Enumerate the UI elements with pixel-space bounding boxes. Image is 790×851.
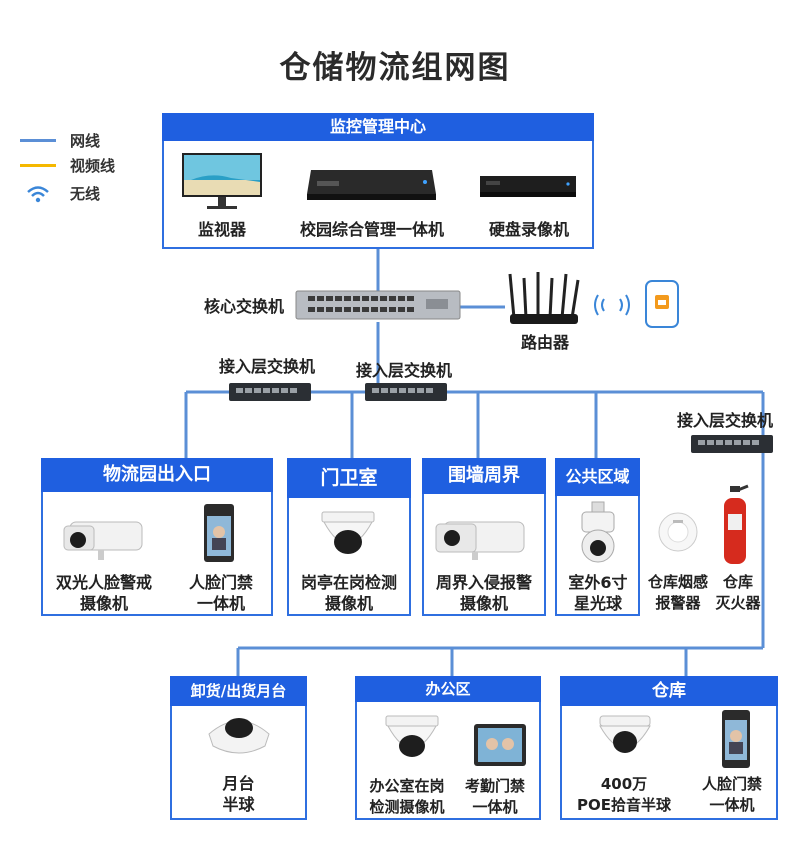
face-access-terminal-icon bbox=[722, 710, 750, 768]
zone-title: 办公区 bbox=[355, 676, 541, 702]
phone-icon bbox=[645, 280, 679, 328]
zone-title: 仓库 bbox=[560, 676, 778, 706]
wireless-signal-icon bbox=[594, 294, 630, 316]
legend-label: 网线 bbox=[70, 131, 101, 150]
camera-label: 月台 半球 bbox=[222, 774, 255, 814]
smoke-detector-label: 仓库烟感 报警器 bbox=[647, 573, 708, 612]
management-appliance-label: 校园综合管理一体机 bbox=[299, 220, 444, 239]
camera-label: 室外6寸 星光球 bbox=[568, 573, 628, 613]
access-switch-icon bbox=[229, 383, 311, 401]
video-line-swatch bbox=[20, 163, 56, 167]
access-switch-icon bbox=[691, 435, 773, 453]
monitor-center-title: 监控管理中心 bbox=[162, 113, 594, 141]
page-title: 仓储物流组网图 bbox=[279, 50, 511, 86]
camera-label: 400万 POE拾音半球 bbox=[577, 775, 671, 814]
face-access-terminal-icon bbox=[204, 504, 234, 562]
management-appliance-icon bbox=[307, 170, 436, 200]
zone-title: 物流园出入口 bbox=[41, 458, 273, 492]
legend-wireless: 无线 bbox=[20, 181, 100, 205]
zone-title: 围墙周界 bbox=[422, 458, 546, 494]
access-switch-icon bbox=[365, 383, 447, 401]
camera-label: 办公室在岗 检测摄像机 bbox=[369, 777, 445, 816]
legend-label: 视频线 bbox=[70, 156, 116, 175]
router-label: 路由器 bbox=[520, 333, 569, 352]
dome-camera-icon bbox=[208, 718, 270, 754]
dome-camera-icon bbox=[321, 511, 375, 554]
zone-title: 公共区域 bbox=[555, 458, 640, 496]
router-icon bbox=[508, 272, 580, 324]
zone-title: 门卫室 bbox=[287, 458, 411, 498]
dome-camera-icon bbox=[385, 715, 439, 757]
fire-extinguisher-icon bbox=[724, 484, 749, 564]
zone-title: 卸货/出货月台 bbox=[170, 676, 307, 706]
poe-dome-camera-icon bbox=[599, 715, 651, 753]
legend-network: 网线 bbox=[20, 128, 100, 152]
wifi-icon bbox=[27, 186, 49, 203]
bullet-camera-icon bbox=[435, 521, 525, 560]
access-terminal-label: 人脸门禁 一体机 bbox=[701, 775, 762, 814]
nvr-icon bbox=[480, 176, 576, 197]
ptz-camera-icon bbox=[581, 501, 615, 563]
network-line-swatch bbox=[20, 138, 56, 142]
access-switch-label: 接入层交换机 bbox=[218, 357, 315, 376]
access-switch-label: 接入层交换机 bbox=[676, 411, 773, 430]
smoke-detector-icon bbox=[658, 512, 698, 552]
fire-extinguisher-label: 仓库 灭火器 bbox=[715, 573, 761, 612]
camera-label: 双光人脸警戒 摄像机 bbox=[55, 573, 152, 613]
legend-video: 视频线 bbox=[20, 153, 115, 177]
nvr-label: 硬盘录像机 bbox=[488, 220, 569, 239]
camera-label: 周界入侵报警 摄像机 bbox=[435, 573, 532, 613]
bullet-camera-icon bbox=[63, 521, 143, 560]
access-terminal-label: 人脸门禁 一体机 bbox=[188, 573, 253, 613]
legend-label: 无线 bbox=[70, 184, 101, 203]
attendance-terminal-label: 考勤门禁 一体机 bbox=[464, 777, 525, 816]
access-switch-label: 接入层交换机 bbox=[355, 361, 452, 380]
camera-label: 岗亭在岗检测 摄像机 bbox=[300, 573, 397, 613]
monitor-label: 监视器 bbox=[197, 220, 246, 239]
core-switch-icon bbox=[295, 290, 461, 320]
monitor-icon bbox=[182, 153, 262, 209]
core-switch-label: 核心交换机 bbox=[203, 297, 284, 316]
attendance-terminal-icon bbox=[474, 724, 526, 766]
